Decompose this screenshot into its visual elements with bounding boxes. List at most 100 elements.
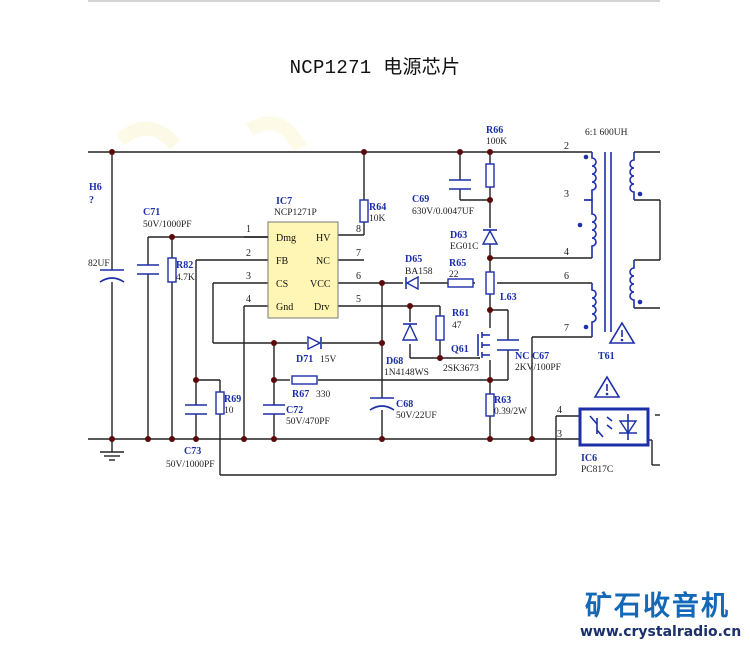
inductor-l63: L63: [485, 271, 517, 303]
capacitor-c68: C68 50V/22UF: [369, 397, 437, 421]
ic6-pin-3: 3: [557, 429, 562, 440]
ic7-pin-gnd: Gnd: [276, 302, 293, 313]
capacitor-c69: C69 630V/0.0047UF: [412, 179, 474, 217]
page-title: NCP1271 电源芯片: [289, 57, 461, 79]
ic7-pin-8: 8: [356, 224, 361, 235]
d63-val: EG01C: [450, 242, 479, 252]
ic7-pin-7: 7: [356, 248, 361, 259]
optocoupler-ic6: 4 3 IC6 PC817C: [557, 405, 650, 475]
r63-ref: R63: [494, 395, 511, 406]
ic6-val: PC817C: [581, 465, 613, 475]
capacitor-c71: C71 50V/1000PF: [137, 207, 192, 275]
r69-val: 10: [224, 406, 234, 416]
bulk-capacitor: H6 ? 82UF: [88, 182, 125, 283]
t61-ref: T61: [598, 351, 615, 362]
r82-val: 4.7K: [176, 273, 195, 283]
ic7-pin-drv: Drv: [314, 302, 330, 313]
c67-ref: NC C67: [515, 351, 549, 362]
c67-val: 2KV/100PF: [515, 363, 561, 373]
ic7-pin-3: 3: [246, 271, 251, 282]
ic7-pin-cs: CS: [276, 279, 288, 290]
r69-ref: R69: [224, 394, 241, 405]
d63-ref: D63: [450, 230, 467, 241]
r61-val: 47: [452, 321, 462, 331]
d71-ref: D71: [296, 354, 313, 365]
capacitor-c73: C73 50V/1000PF: [166, 404, 215, 470]
junctions: [109, 149, 535, 442]
ic7-pin-5: 5: [356, 294, 361, 305]
resistor-r64: R64 10K: [359, 199, 386, 224]
ic7-pin-1: 1: [246, 224, 251, 235]
r64-ref: R64: [369, 202, 386, 213]
d68-val: 1N4148WS: [384, 368, 429, 378]
resistor-r65: R65 22: [447, 258, 474, 288]
r63-val: 0.39/2W: [494, 407, 527, 417]
resistor-r61: R61 47: [435, 308, 469, 341]
t61-pin-2: 2: [564, 141, 569, 152]
d71-val: 15V: [320, 355, 337, 365]
watermark-url: www.crystalradio.cn: [580, 624, 742, 640]
capacitor-c72: C72 50V/470PF: [263, 404, 330, 427]
d65-ref: D65: [405, 254, 422, 265]
c69-val: 630V/0.0047UF: [412, 207, 474, 217]
r66-val: 100K: [486, 137, 507, 147]
diode-d68: D68 1N4148WS: [384, 323, 429, 378]
c72-val: 50V/470PF: [286, 417, 330, 427]
watermark-logo: 矿石收音机 www.crystalradio.cn: [555, 592, 750, 642]
background-watermark: [115, 116, 307, 152]
ic7-part: NCP1271P: [274, 208, 317, 218]
ground-icon: [100, 451, 124, 461]
top-divider: [88, 0, 660, 2]
resistor-r66: R66 100K: [485, 125, 507, 188]
diode-d63: D63 EG01C: [450, 229, 499, 252]
c73-val: 50V/1000PF: [166, 460, 215, 470]
c68-val: 50V/22UF: [396, 411, 437, 421]
zener-d71: D71 15V: [296, 335, 337, 365]
d68-ref: D68: [386, 356, 403, 367]
t61-pin-3: 3: [564, 189, 569, 200]
r61-ref: R61: [452, 308, 469, 319]
c71-ref: C71: [143, 207, 160, 218]
resistor-r69: R69 10: [215, 391, 241, 416]
t61-val: 6:1 600UH: [585, 128, 628, 138]
warning-icon: [593, 375, 621, 398]
h6-val: ?: [89, 195, 94, 206]
ic7-ncp1271: IC7 NCP1271P 1 Dmg 2 FB 3 CS 4 Gnd 8 HV …: [244, 196, 361, 319]
q61-val: 2SK3673: [443, 364, 479, 374]
ic6-pin-4: 4: [557, 405, 562, 416]
c73-ref: C73: [184, 446, 201, 457]
r65-val: 22: [449, 270, 459, 280]
mosfet-q61: Q61 2SK3673: [443, 332, 490, 374]
wires: [88, 151, 661, 476]
r64-val: 10K: [369, 214, 386, 224]
resistor-r67: R67 330: [291, 375, 331, 400]
r67-val: 330: [316, 390, 331, 400]
h6-ref: H6: [89, 182, 102, 193]
r66-ref: R66: [486, 125, 503, 136]
resistor-r63: R63 0.39/2W: [485, 393, 527, 417]
ic7-pin-2: 2: [246, 248, 251, 259]
t61-pin-4: 4: [564, 247, 569, 258]
ic7-pin-4: 4: [246, 294, 251, 305]
c68-ref: C68: [396, 399, 413, 410]
r82-ref: R82: [176, 260, 193, 271]
q61-ref: Q61: [451, 344, 469, 355]
t61-pin-6: 6: [564, 271, 569, 282]
ic7-pin-fb: FB: [276, 256, 289, 267]
bulk-cap-value: 82UF: [88, 259, 110, 269]
t61-pin-7: 7: [564, 323, 569, 334]
ic7-pin-6: 6: [356, 271, 361, 282]
ic7-pin-vcc: VCC: [310, 279, 331, 290]
ic7-ref: IC7: [276, 196, 292, 207]
c69-ref: C69: [412, 194, 429, 205]
d65-val: BA158: [405, 267, 433, 277]
resistor-r82: R82 4.7K: [167, 257, 195, 283]
r65-ref: R65: [449, 258, 466, 269]
diode-d65: D65 BA158: [405, 254, 433, 291]
watermark-name: 矿石收音机: [585, 591, 730, 622]
c71-val: 50V/1000PF: [143, 220, 192, 230]
r67-ref: R67: [292, 389, 309, 400]
ic6-ref: IC6: [581, 453, 597, 464]
warning-icon: [608, 321, 636, 344]
